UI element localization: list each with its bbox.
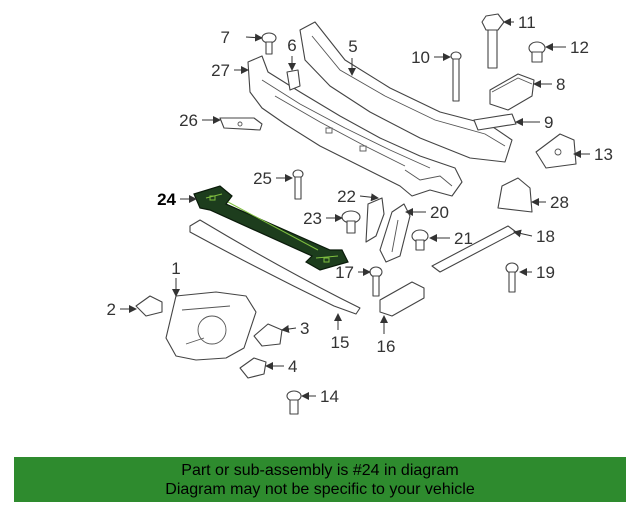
part-1-bracket[interactable] <box>165 291 257 361</box>
callout-11: 11 <box>518 13 536 32</box>
part-27-crossmember[interactable] <box>247 55 463 197</box>
part-3-clip[interactable] <box>253 323 283 347</box>
callout-12: 12 <box>570 38 589 57</box>
callout-2: 2 <box>107 300 116 319</box>
part-18-absorber[interactable] <box>431 225 517 273</box>
callout-28: 28 <box>550 193 569 212</box>
part-12-nut[interactable] <box>528 41 546 63</box>
info-banner: Part or sub-assembly is #24 in diagram D… <box>14 457 626 502</box>
part-9-bracket[interactable] <box>473 113 517 131</box>
callout-7: 7 <box>221 28 230 47</box>
part-19-bolt[interactable] <box>505 262 519 293</box>
banner-line-1: Part or sub-assembly is #24 in diagram <box>181 462 459 479</box>
callout-3: 3 <box>300 319 309 338</box>
part-25-bolt[interactable] <box>292 169 304 200</box>
callout-17: 17 <box>335 263 354 282</box>
part-22-bracket[interactable] <box>365 197 385 243</box>
part-16-block[interactable] <box>379 281 425 317</box>
callout-14: 14 <box>320 387 339 406</box>
callout-4: 4 <box>288 357 297 376</box>
callout-23: 23 <box>303 209 322 228</box>
callout-26: 26 <box>179 111 198 130</box>
part-13-mount[interactable] <box>535 133 577 169</box>
callout-6: 6 <box>287 36 296 55</box>
callout-19: 19 <box>536 263 555 282</box>
callout-13: 13 <box>594 145 613 164</box>
callout-8: 8 <box>556 75 565 94</box>
callout-21: 21 <box>454 229 473 248</box>
parts-diagram: 7 6 27 5 10 11 12 8 9 13 26 25 24 22 23 … <box>107 13 613 415</box>
callout-15: 15 <box>331 333 350 352</box>
part-2-clip[interactable] <box>135 295 163 317</box>
part-4-clip[interactable] <box>239 357 267 379</box>
part-21-nut[interactable] <box>411 229 429 251</box>
callout-25: 25 <box>253 169 272 188</box>
callout-18: 18 <box>536 227 555 246</box>
part-7-bolt[interactable] <box>261 32 277 55</box>
part-15-trim-strip[interactable] <box>189 219 361 315</box>
callout-24: 24 <box>157 190 176 209</box>
part-14-bolt[interactable] <box>286 390 302 415</box>
callout-27: 27 <box>211 61 230 80</box>
part-11-bolt[interactable] <box>481 13 505 69</box>
callout-22: 22 <box>337 187 356 206</box>
part-28-bracket[interactable] <box>497 177 533 213</box>
part-8-bracket[interactable] <box>489 73 535 111</box>
callout-9: 9 <box>544 113 553 132</box>
part-20-bracket[interactable] <box>379 203 411 263</box>
callout-16: 16 <box>377 337 396 356</box>
callout-1: 1 <box>171 259 180 278</box>
part-26-bracket[interactable] <box>219 117 263 131</box>
part-23-nut[interactable] <box>341 210 361 234</box>
part-17-bolt[interactable] <box>369 266 383 297</box>
part-24-lower-support[interactable] <box>193 185 349 271</box>
leader-lines <box>120 18 590 400</box>
callout-20: 20 <box>430 203 449 222</box>
part-6-clip[interactable] <box>286 69 301 91</box>
banner-line-2: Diagram may not be specific to your vehi… <box>165 481 475 498</box>
callout-10: 10 <box>411 48 430 67</box>
callout-5: 5 <box>348 37 357 56</box>
part-10-bolt[interactable] <box>450 51 462 102</box>
callout-labels: 7 6 27 5 10 11 12 8 9 13 26 25 24 22 23 … <box>107 13 613 406</box>
